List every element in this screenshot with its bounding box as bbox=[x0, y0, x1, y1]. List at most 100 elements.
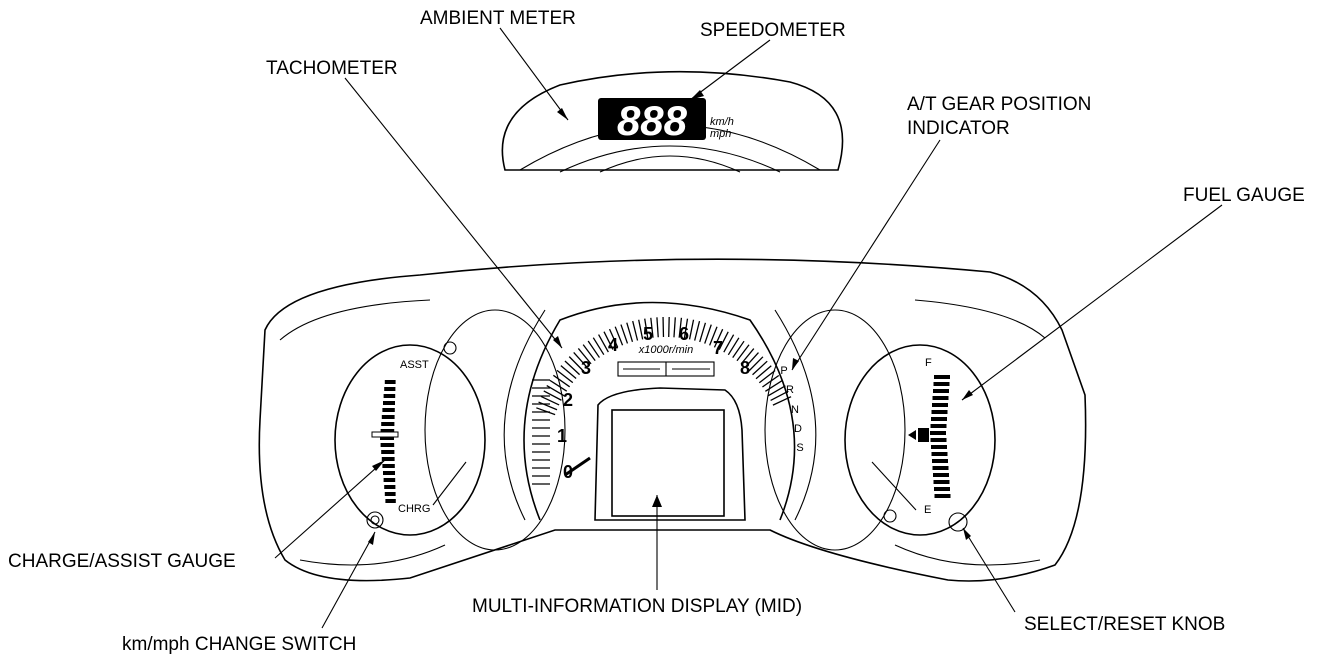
tachometer-number-6: 6 bbox=[679, 324, 689, 344]
tachometer-bar-segment bbox=[650, 317, 654, 338]
mid-screen bbox=[611, 409, 725, 517]
speedometer-digits: 888 bbox=[617, 97, 688, 144]
fuel-pod: F E bbox=[764, 309, 996, 551]
callout-charge-assist-gauge: CHARGE/ASSIST GAUGE bbox=[8, 551, 236, 572]
callout-select-reset-knob: SELECT/RESET KNOB bbox=[1024, 614, 1225, 635]
fuel-label-empty: E bbox=[924, 504, 931, 516]
fuel-bar-segment bbox=[931, 410, 948, 414]
speedometer-pod: 888 km/h mph bbox=[501, 70, 844, 173]
charge-bar-segment bbox=[383, 478, 396, 482]
tachometer-bars bbox=[532, 317, 792, 485]
tachometer-bar-segment bbox=[556, 369, 574, 384]
fuel-bar-segment bbox=[931, 445, 947, 449]
fuel-bar-segment bbox=[930, 424, 947, 428]
callout-speedometer: SPEEDOMETER bbox=[700, 20, 846, 41]
tachometer-bar-segment bbox=[632, 320, 639, 341]
fuel-bar-segment bbox=[933, 480, 950, 484]
tachometer-number-4: 4 bbox=[608, 335, 618, 355]
gear-position-n: N bbox=[791, 404, 799, 416]
callout-fuel-gauge: FUEL GAUGE bbox=[1183, 185, 1305, 206]
charge-bar-segment bbox=[384, 492, 396, 496]
tachometer-dial: 012345678 x1000r/min bbox=[503, 301, 817, 521]
tachometer-bar-segment bbox=[549, 379, 568, 392]
gear-position-p: P bbox=[780, 365, 787, 377]
tachometer-bar-segment bbox=[598, 334, 609, 353]
tachometer-bar-segment bbox=[656, 317, 659, 338]
tachometer-bar-segment bbox=[732, 340, 745, 359]
tachometer-number-1: 1 bbox=[557, 426, 567, 446]
callout-kmh-mph-switch: km/mph CHANGE SWITCH bbox=[122, 634, 356, 655]
charge-bar-segment bbox=[380, 436, 394, 440]
tachometer-bar-segment bbox=[767, 385, 786, 397]
callout-gear-indicator-line1: A/T GEAR POSITION bbox=[907, 94, 1091, 115]
tachometer-bar-segment bbox=[709, 326, 718, 346]
tachometer-bar-segment bbox=[699, 322, 707, 343]
charge-bar-segment bbox=[385, 499, 396, 503]
callout-mid: MULTI-INFORMATION DISPLAY (MID) bbox=[472, 596, 802, 617]
tachometer-bar-segment bbox=[603, 331, 614, 350]
fuel-pump-icon bbox=[908, 428, 929, 442]
tachometer-bar-segment bbox=[614, 326, 624, 346]
tachometer-bar-segment bbox=[546, 385, 565, 397]
callout-tachometer: TACHOMETER bbox=[266, 58, 398, 79]
fuel-bar-segment bbox=[931, 452, 948, 456]
tachometer-bar-segment bbox=[638, 319, 644, 340]
tachometer-bar-segment bbox=[683, 318, 689, 339]
charge-bar-segment bbox=[381, 450, 395, 454]
tachometer-bar-segment bbox=[673, 317, 676, 338]
charge-bar-segment bbox=[384, 380, 396, 384]
tachometer-bar-segment bbox=[718, 331, 729, 350]
tachometer-bar-segment bbox=[577, 348, 592, 365]
fuel-bar-segment bbox=[930, 431, 946, 435]
tachometer-number-7: 7 bbox=[713, 338, 723, 358]
fuel-bar-segment bbox=[933, 389, 949, 393]
tachometer-bar-segment bbox=[740, 348, 755, 365]
fuel-label-full: F bbox=[925, 357, 932, 369]
charge-bar-segment bbox=[382, 464, 395, 468]
speedometer-digits-display: 888 bbox=[598, 97, 706, 144]
tachometer-bar-segment bbox=[704, 324, 712, 344]
charge-bar-segment bbox=[380, 429, 395, 433]
tachometer-bar-segment bbox=[765, 380, 783, 392]
tachometer-needle bbox=[564, 456, 591, 477]
tachometer-bar-segment bbox=[573, 351, 588, 368]
tachometer-bar-segment bbox=[723, 334, 735, 353]
charge-center-mark bbox=[371, 431, 399, 438]
callout-ambient-meter: AMBIENT METER bbox=[420, 8, 576, 29]
speedometer-unit-mph: mph bbox=[710, 128, 731, 140]
tachometer-bar-segment bbox=[568, 356, 584, 372]
fuel-gauge-bars bbox=[930, 375, 951, 498]
tachometer-bar-segment bbox=[536, 407, 556, 416]
tachometer-number-2: 2 bbox=[563, 390, 573, 410]
tachometer-bar-segment bbox=[620, 324, 629, 344]
charge-bar-segment bbox=[384, 485, 396, 489]
fuel-bar-segment bbox=[932, 459, 948, 463]
tachometer-bar-segment bbox=[552, 374, 571, 388]
tachometer-bar-segment bbox=[744, 352, 759, 368]
tachometer-bar-segment bbox=[694, 320, 701, 341]
tachometer-number-5: 5 bbox=[643, 324, 653, 344]
charge-bar-segment bbox=[382, 408, 395, 412]
tachometer-bar-segment bbox=[592, 337, 605, 356]
tachometer-unit: x1000r/min bbox=[638, 344, 693, 356]
charge-bar-segment bbox=[380, 443, 395, 447]
charge-bar-segment bbox=[383, 401, 395, 405]
charge-label-chrg: CHRG bbox=[398, 503, 430, 515]
tachometer-bar-segment bbox=[582, 344, 596, 362]
tachometer-bar-segment bbox=[644, 318, 649, 339]
fuel-bar-segment bbox=[932, 403, 948, 407]
tachometer-bar-segment bbox=[608, 328, 619, 348]
tachometer-number-3: 3 bbox=[581, 358, 591, 378]
cluster-housing bbox=[258, 258, 1087, 582]
fuel-bar-segment bbox=[930, 438, 947, 442]
tachometer-bar-segment bbox=[727, 337, 740, 356]
fuel-bar-segment bbox=[932, 466, 949, 470]
tachometer-bar-segment bbox=[587, 340, 600, 358]
tachometer-bar-segment bbox=[752, 360, 768, 376]
tachometer-bar-segment bbox=[543, 390, 562, 401]
tachometer-bar-segment bbox=[758, 370, 776, 384]
callout-gear-indicator-line2: INDICATOR bbox=[907, 118, 1010, 139]
charge-bar-segment bbox=[384, 387, 396, 391]
